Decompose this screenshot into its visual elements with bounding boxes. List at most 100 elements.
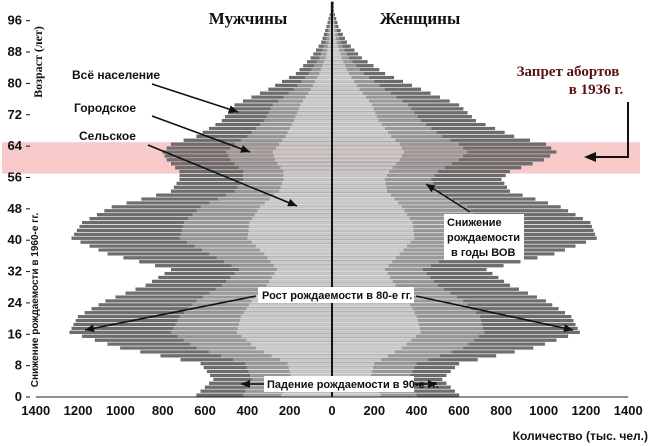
female-bar-rural: [332, 134, 392, 138]
annotation-war-box: [444, 214, 524, 260]
male-bar-urban: [319, 56, 332, 60]
male-bar-rural: [281, 181, 332, 185]
x-tick-label: 400: [406, 403, 428, 418]
male-bar-rural: [280, 166, 332, 170]
female-bar-rural: [332, 158, 400, 162]
female-bar-rural: [332, 338, 412, 342]
female-bar-rural: [332, 29, 335, 32]
male-bar-rural: [264, 252, 332, 256]
female-bar-rural: [332, 197, 395, 201]
male-bar-rural: [302, 99, 332, 103]
female-bar-rural: [332, 32, 336, 36]
male-bar-rural: [287, 362, 332, 366]
male-bar-rural: [252, 217, 332, 221]
male-bar-rural: [273, 154, 332, 158]
female-bar-rural: [332, 323, 419, 326]
male-bar-rural: [327, 48, 332, 52]
female-bar-rural: [332, 319, 418, 322]
female-bar-rural: [332, 374, 372, 377]
male-bar-rural: [247, 236, 332, 240]
y-tick-label: 56: [8, 169, 22, 184]
male-bar-rural: [274, 193, 332, 197]
male-bar-rural: [328, 40, 332, 44]
female-bar-rural: [332, 87, 360, 91]
female-bar-rural: [332, 252, 400, 256]
male-bar-rural: [271, 276, 332, 279]
female-bar-rural: [332, 236, 415, 240]
y-tick-label: 72: [8, 107, 22, 122]
y-tick-label: 48: [8, 201, 22, 216]
female-bar-rural: [332, 228, 414, 232]
arrow-rise80-right-head: [563, 324, 573, 333]
male-bar-rural: [247, 232, 332, 236]
male-bar-rural: [289, 127, 332, 130]
male-bar-rural: [248, 228, 332, 232]
male-bar-rural: [267, 256, 332, 260]
male-bar-rural: [329, 32, 332, 36]
annotation-urban: Городское: [74, 101, 136, 115]
female-bar-rural: [332, 138, 396, 142]
female-bar-rural: [332, 276, 391, 279]
female-bar-rural: [332, 256, 397, 260]
male-bar-rural: [329, 29, 332, 32]
y-tick-label: 88: [8, 44, 22, 59]
female-bar-rural: [332, 48, 340, 52]
male-bar-rural: [315, 80, 332, 83]
male-bar-rural: [241, 334, 332, 338]
x-tick-label: 1200: [571, 403, 600, 418]
male-bar-rural: [290, 374, 332, 377]
female-bar-rural: [332, 232, 414, 236]
male-bar-rural: [312, 83, 332, 87]
male-bar-rural: [325, 56, 332, 60]
female-bar-rural: [332, 330, 421, 334]
female-bar-rural: [332, 115, 377, 119]
y-tick-label: 0: [15, 389, 22, 404]
male-bar-rural: [305, 95, 332, 99]
y-tick-label: 64: [8, 138, 23, 153]
male-bar-rural: [279, 358, 332, 362]
male-bar-rural: [320, 68, 332, 72]
male-bar-rural: [237, 326, 332, 330]
male-bar-rural: [285, 134, 332, 138]
male-bar-rural: [319, 72, 332, 76]
male-bar-rural: [260, 205, 332, 209]
arrow-urban: [151, 115, 251, 153]
male-bar-rural: [241, 315, 332, 319]
female-bar-rural: [332, 146, 402, 150]
male-bar-rural: [276, 268, 332, 272]
female-bar-rural: [332, 130, 389, 134]
x-tick-label: 1000: [529, 403, 558, 418]
male-bar-rural: [289, 370, 332, 373]
male-bar-rural: [236, 330, 332, 334]
female-bar-rural: [332, 201, 399, 205]
female-bar-rural: [332, 119, 379, 123]
male-bar-rural: [246, 338, 332, 342]
annotation-fall90-box: [264, 376, 414, 392]
male-bar-rural: [274, 158, 332, 162]
annotation-fall60: Снижение рождаемости в 1960-е гг.: [30, 213, 41, 388]
annotation-fall90: Падение рождаемости в 90-е гг.: [267, 379, 439, 391]
male-bar-rural: [329, 36, 332, 40]
male-bar-rural: [322, 64, 332, 68]
female-bar-rural: [332, 354, 389, 358]
male-bar-rural: [260, 248, 332, 252]
female-bar-rural: [332, 123, 382, 126]
female-bar-rural: [332, 162, 397, 166]
arrow-rural-head: [287, 198, 297, 207]
arrow-rural: [147, 144, 298, 207]
female-bar-rural: [332, 103, 373, 107]
female-bar-rural: [332, 213, 408, 217]
male-bar-rural: [283, 170, 332, 174]
male-bar-rural: [324, 60, 332, 64]
arrow-all-population: [151, 83, 239, 113]
male-bar-rural: [326, 52, 332, 56]
male-bar-rural: [269, 197, 332, 201]
male-bar-rural: [254, 213, 332, 217]
female-bar-rural: [332, 95, 366, 99]
x-tick-label: 1400: [614, 403, 643, 418]
female-bar-rural: [332, 178, 385, 181]
annotation-abortion-ban-line2: в 1936 г.: [569, 82, 624, 98]
y-axis-label: Возраст (лет): [31, 26, 45, 98]
